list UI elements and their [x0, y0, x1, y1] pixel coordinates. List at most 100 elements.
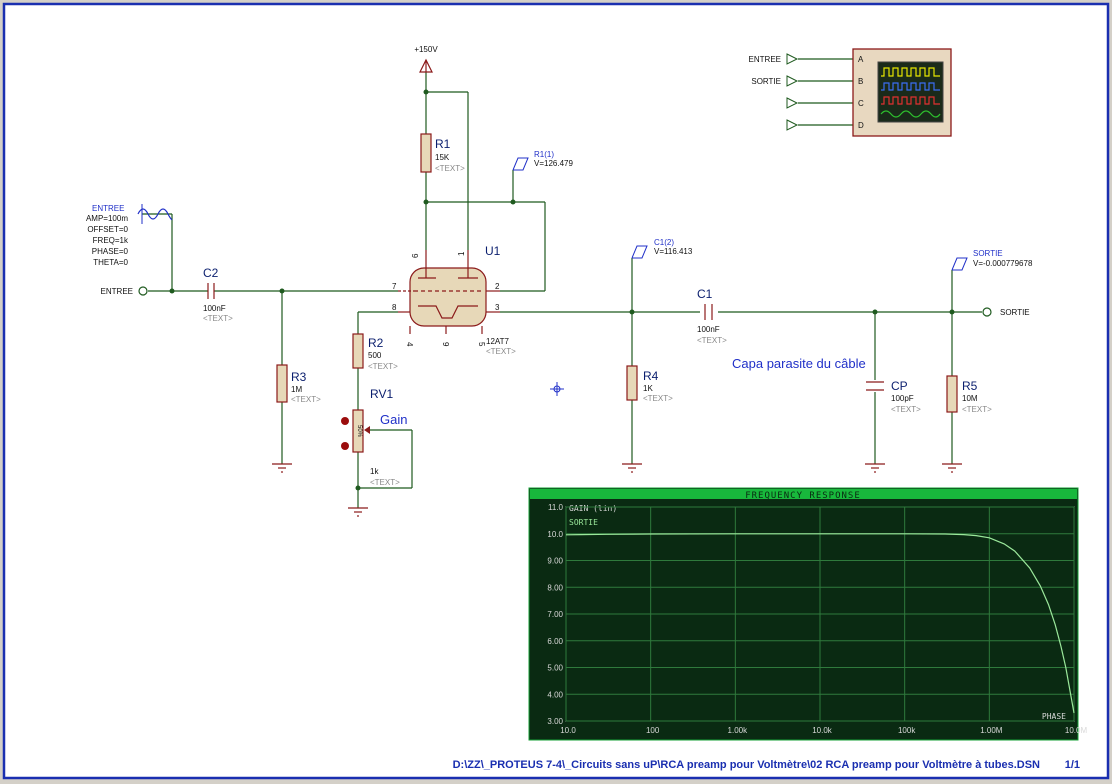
- x-tick-label: 100: [646, 726, 660, 735]
- power-label: +150V: [414, 45, 438, 54]
- scope-channel-c: C: [858, 99, 864, 108]
- resistor-r4[interactable]: R4 1K <TEXT>: [626, 365, 673, 403]
- graph-grid: [565, 506, 1075, 722]
- graph-ylabel: GAIN (lin): [569, 504, 617, 513]
- rv1-ref: RV1: [370, 387, 393, 401]
- u1-text: <TEXT>: [486, 347, 516, 356]
- probe-sortie-name: SORTIE: [973, 249, 1003, 258]
- u1-pin5: 5: [477, 342, 486, 347]
- series-line-sortie: [565, 533, 1075, 714]
- resistor-r2[interactable]: R2 500 <TEXT>: [352, 333, 398, 371]
- x-tick-label: 1.00M: [980, 726, 1003, 735]
- scope-trace-a: [881, 67, 940, 77]
- scope-trace-c: [881, 96, 940, 105]
- capacitor-c2[interactable]: C2 100nF <TEXT>: [203, 266, 233, 323]
- generator-line-1: AMP=100m: [86, 214, 128, 223]
- u1-pin4: 4: [405, 342, 414, 347]
- frequency-response-graph[interactable]: FREQUENCY RESPONSE GAIN (lin) SORTIE PHA…: [528, 487, 1087, 741]
- probe-sortie[interactable]: SORTIE V=-0.000779678: [951, 249, 1033, 271]
- rv1-text: <TEXT>: [370, 478, 400, 487]
- u1-ref: U1: [485, 244, 501, 258]
- resistor-r3[interactable]: R3 1M <TEXT>: [276, 364, 321, 404]
- graph-corner-label: PHASE: [1042, 712, 1066, 721]
- r3-ref: R3: [291, 370, 307, 384]
- file-path: D:\ZZ\_PROTEUS 7-4\_Circuits sans uP\RCA…: [453, 759, 1040, 771]
- potentiometer-rv1[interactable]: 50% RV1 1k <TEXT>: [341, 387, 400, 487]
- u1-pin3: 3: [495, 303, 500, 312]
- r4-text: <TEXT>: [643, 394, 673, 403]
- r4-ref: R4: [643, 369, 659, 383]
- rv1-percent: 50%: [356, 425, 362, 438]
- y-tick-label: 10.0: [547, 530, 563, 539]
- x-tick-label: 10.0k: [812, 726, 833, 735]
- u1-pin2: 2: [495, 282, 500, 291]
- probe-sortie-value: V=-0.000779678: [973, 259, 1033, 268]
- u1-pin7: 7: [392, 282, 397, 291]
- cp-value: 100pF: [891, 394, 914, 403]
- probe-r1[interactable]: R1(1) V=126.479: [512, 150, 573, 171]
- pot-decrease-button[interactable]: [341, 442, 349, 450]
- r5-ref: R5: [962, 379, 978, 393]
- r5-value: 10M: [962, 394, 978, 403]
- gain-label: Gain: [380, 412, 407, 427]
- resistor-r1[interactable]: R1 15K <TEXT>: [420, 133, 465, 173]
- generator-name: ENTREE: [92, 204, 124, 213]
- generator-line-2: OFFSET=0: [87, 225, 128, 234]
- cp-ref: CP: [891, 379, 908, 393]
- scope-input-a-label: ENTREE: [749, 55, 781, 64]
- graph-title: FREQUENCY RESPONSE: [745, 491, 861, 501]
- cp-text: <TEXT>: [891, 405, 921, 414]
- c1-value: 100nF: [697, 325, 720, 334]
- tube-u1[interactable]: 6 1 7 2 8 3 4 9 5 U1 12AT7 <TEXT>: [392, 244, 516, 356]
- c2-text: <TEXT>: [203, 314, 233, 323]
- y-tick-label: 3.00: [547, 717, 563, 726]
- probe-r1-value: V=126.479: [534, 159, 573, 168]
- r3-text: <TEXT>: [291, 395, 321, 404]
- generator-line-5: THETA=0: [93, 258, 128, 267]
- crosshair-cursor-icon: [550, 382, 564, 396]
- entree-terminal[interactable]: ENTREE: [101, 286, 148, 296]
- sortie-terminal[interactable]: SORTIE: [982, 307, 1030, 317]
- resistor-r5[interactable]: R5 10M <TEXT>: [946, 375, 992, 414]
- c2-ref: C2: [203, 266, 219, 280]
- y-tick-label: 6.00: [547, 637, 563, 646]
- r5-text: <TEXT>: [962, 405, 992, 414]
- power-terminal[interactable]: +150V: [414, 45, 438, 73]
- graph-ticks: 3.00 4.00 5.00 6.00 7.00 8.00 9.00 10.0 11.0 10.0…: [547, 503, 1087, 735]
- capacitor-cp[interactable]: CP 100pF <TEXT>: [866, 379, 921, 414]
- probe-icon: [512, 157, 529, 171]
- wires: [142, 58, 982, 508]
- y-tick-label: 4.00: [547, 690, 563, 699]
- scope-channel-d: D: [858, 121, 864, 130]
- oscilloscope[interactable]: A B C D: [852, 48, 952, 137]
- y-tick-label: 7.00: [547, 610, 563, 619]
- probe-icon: [631, 245, 648, 259]
- r1-text: <TEXT>: [435, 164, 465, 173]
- x-tick-label: 10.0M: [1065, 726, 1088, 735]
- probe-c1[interactable]: C1(2) V=116.413: [631, 238, 693, 259]
- signal-generator[interactable]: ENTREE AMP=100m OFFSET=0 FREQ=1k PHASE=0…: [86, 204, 173, 267]
- capacitor-c1[interactable]: C1 100nF <TEXT>: [697, 287, 727, 345]
- x-tick-label: 1.00k: [728, 726, 749, 735]
- probe-c1-value: V=116.413: [654, 247, 693, 256]
- scope-trace-b: [881, 82, 940, 91]
- r4-value: 1K: [643, 384, 653, 393]
- generator-line-4: PHASE=0: [92, 247, 129, 256]
- probe-icon: [951, 257, 968, 271]
- r1-value: 15K: [435, 153, 450, 162]
- y-tick-label: 8.00: [547, 583, 563, 592]
- y-tick-label: 9.00: [547, 557, 563, 566]
- y-tick-label: 11.0: [548, 503, 564, 512]
- r2-ref: R2: [368, 336, 384, 350]
- y-tick-label: 5.00: [547, 664, 563, 673]
- x-tick-label: 100k: [898, 726, 916, 735]
- pot-increase-button[interactable]: [341, 417, 349, 425]
- r2-value: 500: [368, 351, 382, 360]
- sortie-terminal-label: SORTIE: [1000, 308, 1030, 317]
- ground-symbols: [272, 463, 962, 517]
- probe-c1-name: C1(2): [654, 238, 674, 247]
- u1-pin8: 8: [392, 303, 397, 312]
- scope-input-b-label: SORTIE: [751, 77, 781, 86]
- r2-text: <TEXT>: [368, 362, 398, 371]
